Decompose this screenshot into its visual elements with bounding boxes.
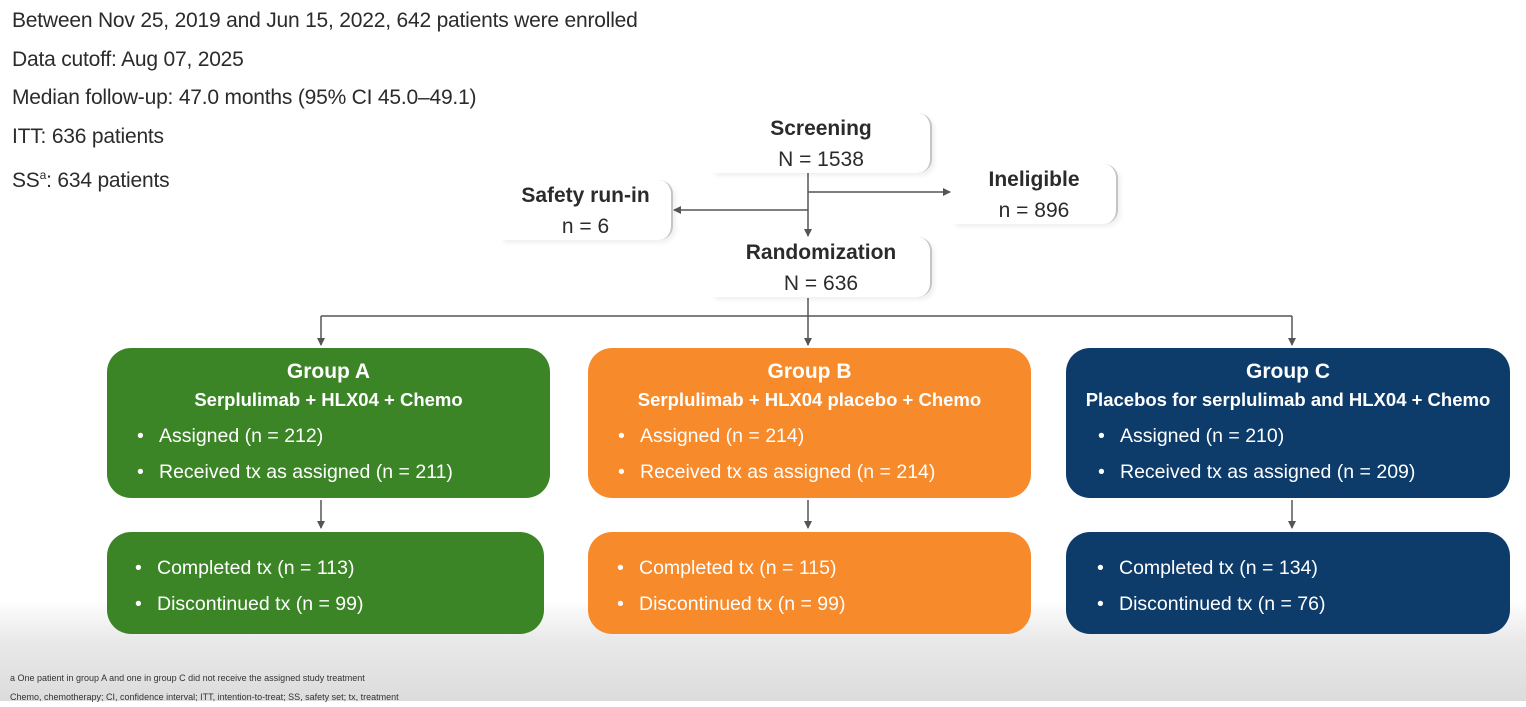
group-c-outcome-box: Completed tx (n = 134) Discontinued tx (… [1066, 532, 1510, 634]
screening-count: N = 1538 [778, 148, 864, 171]
group-c-discontinued: Discontinued tx (n = 76) [1097, 586, 1510, 622]
safety-run-in-node: Safety run-in n = 6 [500, 180, 673, 240]
ss-footnote-mark: a [39, 168, 47, 182]
group-a-assigned: Assigned (n = 212) [137, 418, 550, 454]
group-c-received: Received tx as assigned (n = 209) [1098, 454, 1510, 490]
footnote-a: a One patient in group A and one in grou… [10, 673, 365, 683]
group-a-discontinued: Discontinued tx (n = 99) [135, 586, 544, 622]
group-a-received: Received tx as assigned (n = 211) [137, 454, 550, 490]
group-c-completed: Completed tx (n = 134) [1097, 550, 1510, 586]
group-a-enrollment-list: Assigned (n = 212) Received tx as assign… [107, 418, 550, 490]
group-a-outcome-list: Completed tx (n = 113) Discontinued tx (… [107, 532, 544, 622]
screening-title: Screening [770, 117, 872, 140]
study-info: Between Nov 25, 2019 and Jun 15, 2022, 6… [12, 2, 638, 201]
median-follow-up-line: Median follow-up: 47.0 months (95% CI 45… [12, 86, 477, 109]
ss-text: : 634 patients [46, 169, 170, 192]
group-b-received: Received tx as assigned (n = 214) [618, 454, 1031, 490]
group-a-regimen: Serplulimab + HLX04 + Chemo [194, 389, 463, 410]
ineligible-title: Ineligible [988, 168, 1080, 191]
ineligible-node: Ineligible n = 896 [952, 164, 1118, 224]
enrollment-line: Between Nov 25, 2019 and Jun 15, 2022, 6… [12, 9, 638, 32]
group-c-box: Group C Placebos for serplulimab and HLX… [1066, 348, 1510, 498]
data-cutoff-line: Data cutoff: Aug 07, 2025 [12, 47, 244, 71]
group-c-enrollment-list: Assigned (n = 210) Received tx as assign… [1066, 418, 1510, 490]
group-b-discontinued: Discontinued tx (n = 99) [617, 586, 1031, 622]
itt-line: ITT: 636 patients [12, 124, 164, 148]
ss-line: SSa: 634 patients [12, 156, 638, 201]
group-b-assigned: Assigned (n = 214) [618, 418, 1031, 454]
group-b-outcome-list: Completed tx (n = 115) Discontinued tx (… [588, 532, 1031, 622]
ss-label: SS [12, 169, 40, 192]
footnotes: a One patient in group A and one in grou… [10, 669, 399, 707]
randomization-count: N = 636 [783, 272, 859, 295]
group-b-outcome-box: Completed tx (n = 115) Discontinued tx (… [588, 532, 1031, 634]
group-c-outcome-list: Completed tx (n = 134) Discontinued tx (… [1066, 532, 1510, 622]
group-a-completed: Completed tx (n = 113) [135, 550, 544, 586]
group-c-assigned: Assigned (n = 210) [1098, 418, 1510, 454]
group-a-outcome-box: Completed tx (n = 113) Discontinued tx (… [107, 532, 544, 634]
group-b-enrollment-list: Assigned (n = 214) Received tx as assign… [588, 418, 1031, 490]
group-c-regimen: Placebos for serplulimab and HLX04 + Che… [1085, 389, 1491, 410]
ineligible-count: n = 896 [998, 199, 1070, 222]
footnote-abbreviations: Chemo, chemotherapy; CI, confidence inte… [10, 692, 399, 702]
screening-node: Screening N = 1538 [712, 113, 932, 173]
safety-run-in-count: n = 6 [561, 215, 610, 238]
group-c-name: Group C [1246, 360, 1330, 383]
group-b-box: Group B Serplulimab + HLX04 placebo + Ch… [588, 348, 1031, 498]
group-a-name: Group A [286, 360, 371, 383]
safety-run-in-title: Safety run-in [521, 184, 650, 207]
randomization-node: Randomization N = 636 [712, 237, 932, 297]
group-a-box: Group A Serplulimab + HLX04 + Chemo Assi… [107, 348, 550, 498]
group-b-regimen: Serplulimab + HLX04 placebo + Chemo [637, 389, 982, 410]
group-b-name: Group B [767, 360, 852, 383]
randomization-title: Randomization [745, 241, 897, 264]
group-b-completed: Completed tx (n = 115) [617, 550, 1031, 586]
